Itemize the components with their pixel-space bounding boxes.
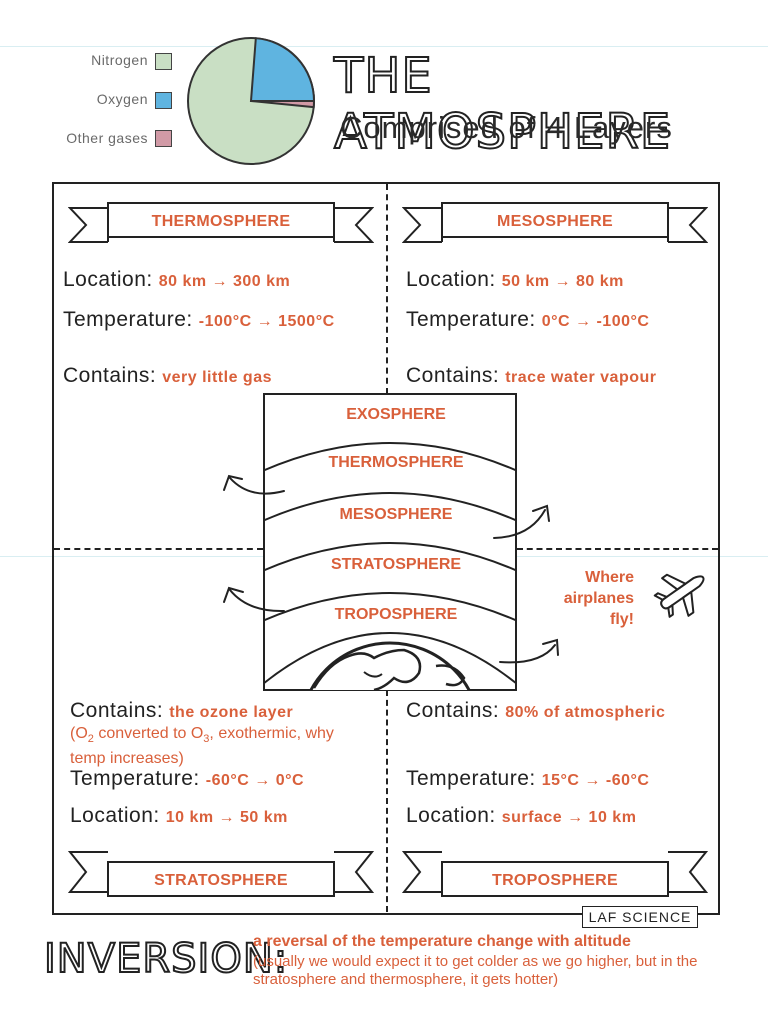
atmosphere-layers-diagram: EXOSPHERE THERMOSPHERE MESOSPHERE STRATO… [263, 393, 517, 691]
stratosphere-contains-label: Contains: [70, 699, 164, 722]
mesosphere-temperature-label: Temperature: [406, 308, 536, 331]
troposphere-location-label: Location: [406, 804, 496, 827]
ozone-note-subscript-3: 3 [203, 733, 210, 746]
inversion-note: (usually we would expect it to get colde… [253, 953, 698, 988]
troposphere-temperature-value: 15°C → -60°C [541, 772, 650, 789]
stratosphere-temperature: Temperature: -60°C → 0°C [70, 767, 304, 791]
stratosphere-contains-value: the ozone layer [169, 704, 294, 721]
ozone-note-part-1: (O [70, 725, 88, 742]
page-subtitle: Comprised of 4 Layers [340, 110, 673, 145]
ozone-note-part-2: converted to O [93, 725, 204, 742]
troposphere-location: Location: surface → 10 km [406, 804, 636, 828]
layer-boundary-troposphere [264, 632, 516, 685]
legend-label-other-gases: Other gases [66, 130, 148, 146]
layer-label-troposphere: TROPOSPHERE [335, 606, 458, 623]
legend-swatch-nitrogen [155, 53, 172, 70]
gas-composition-pie [187, 37, 316, 165]
thermosphere-location-value: 80 km → 300 km [158, 273, 291, 290]
stratosphere-location: Location: 10 km → 50 km [70, 804, 288, 828]
layer-label-mesosphere: MESOSPHERE [340, 506, 453, 523]
thermosphere-location-label: Location: [63, 268, 153, 291]
page-title: THE ATMOSPHERE [333, 47, 672, 161]
thermosphere-contains: Contains: very little gas [63, 364, 272, 388]
airplane-note-line-3: fly! [610, 611, 634, 628]
banner-stratosphere-label: STRATOSPHERE [154, 872, 288, 889]
stratosphere-location-value: 10 km → 50 km [165, 809, 288, 826]
legend-swatch-other-gases [155, 130, 172, 147]
layer-boundary-thermosphere [264, 492, 516, 522]
layer-label-exosphere: EXOSPHERE [346, 406, 446, 423]
thermosphere-temperature-value: -100°C → 1500°C [198, 313, 335, 330]
thermosphere-contains-label: Contains: [63, 364, 157, 387]
mesosphere-temperature-value: 0°C → -100°C [541, 313, 650, 330]
earth-icon [309, 641, 471, 690]
divider-horizontal-right [517, 548, 718, 550]
layer-label-stratosphere: STRATOSPHERE [331, 556, 461, 573]
airplane-note-line-2: airplanes [563, 590, 634, 607]
legend-label-oxygen: Oxygen [96, 91, 148, 107]
ozone-note-part-3: , exothermic, why temp increases) [70, 725, 334, 768]
troposphere-contains: Contains: 80% of atmospheric [406, 699, 665, 723]
stratosphere-temperature-value: -60°C → 0°C [205, 772, 305, 789]
troposphere-contains-label: Contains: [406, 699, 500, 722]
pie-slice-other-gases [250, 100, 316, 109]
troposphere-temperature: Temperature: 15°C → -60°C [406, 767, 649, 791]
stratosphere-ozone-note: (O2 converted to O3, exothermic, why tem… [70, 724, 360, 769]
legend-swatch-oxygen [155, 92, 172, 109]
stratosphere-temperature-label: Temperature: [70, 767, 200, 790]
divider-vertical-bottom [386, 690, 388, 912]
ozone-note-subscript-2: 2 [87, 733, 94, 746]
banner-mesosphere-label: MESOSPHERE [497, 213, 613, 230]
layer-boundary-exosphere [264, 442, 516, 472]
mesosphere-temperature: Temperature: 0°C → -100°C [406, 308, 649, 332]
thermosphere-temperature: Temperature: -100°C → 1500°C [63, 308, 335, 332]
troposphere-contains-value: 80% of atmospheric [505, 704, 666, 721]
legend-label-nitrogen: Nitrogen [91, 52, 148, 68]
mesosphere-location: Location: 50 km → 80 km [406, 268, 624, 292]
troposphere-temperature-label: Temperature: [406, 767, 536, 790]
banner-thermosphere: THERMOSPHERE [68, 202, 374, 243]
divider-vertical-top [386, 184, 388, 394]
banner-troposphere: TROPOSPHERE [402, 851, 708, 897]
layer-label-thermosphere: THERMOSPHERE [328, 454, 463, 471]
layer-boundary-stratosphere [264, 592, 516, 622]
mesosphere-location-label: Location: [406, 268, 496, 291]
troposphere-location-value: surface → 10 km [501, 809, 637, 826]
stratosphere-location-label: Location: [70, 804, 160, 827]
mesosphere-contains-label: Contains: [406, 364, 500, 387]
guide-line-top [0, 46, 768, 47]
banner-stratosphere: STRATOSPHERE [68, 851, 374, 897]
banner-troposphere-label: TROPOSPHERE [492, 872, 618, 889]
mesosphere-contains-value: trace water vapour [505, 369, 657, 386]
layer-boundary-mesosphere [264, 542, 516, 572]
airplane-icon [653, 573, 705, 618]
credit-badge: LAF SCIENCE [582, 906, 698, 928]
inversion-heading: INVERSION: [43, 935, 289, 983]
banner-thermosphere-label: THERMOSPHERE [152, 213, 291, 230]
pie-slice-oxygen [249, 37, 316, 102]
airplane-note: Where airplanes fly! [548, 567, 634, 630]
quadrant-frame [52, 182, 720, 915]
thermosphere-contains-value: very little gas [162, 369, 272, 386]
stratosphere-contains: Contains: the ozone layer [70, 699, 293, 723]
thermosphere-temperature-label: Temperature: [63, 308, 193, 331]
inversion-definition: a reversal of the temperature change wit… [253, 933, 631, 950]
thermosphere-location: Location: 80 km → 300 km [63, 268, 290, 292]
airplane-note-line-1: Where [585, 569, 634, 586]
mesosphere-location-value: 50 km → 80 km [501, 273, 624, 290]
banner-mesosphere: MESOSPHERE [402, 202, 708, 243]
divider-horizontal-left [54, 548, 263, 550]
mesosphere-contains: Contains: trace water vapour [406, 364, 657, 388]
